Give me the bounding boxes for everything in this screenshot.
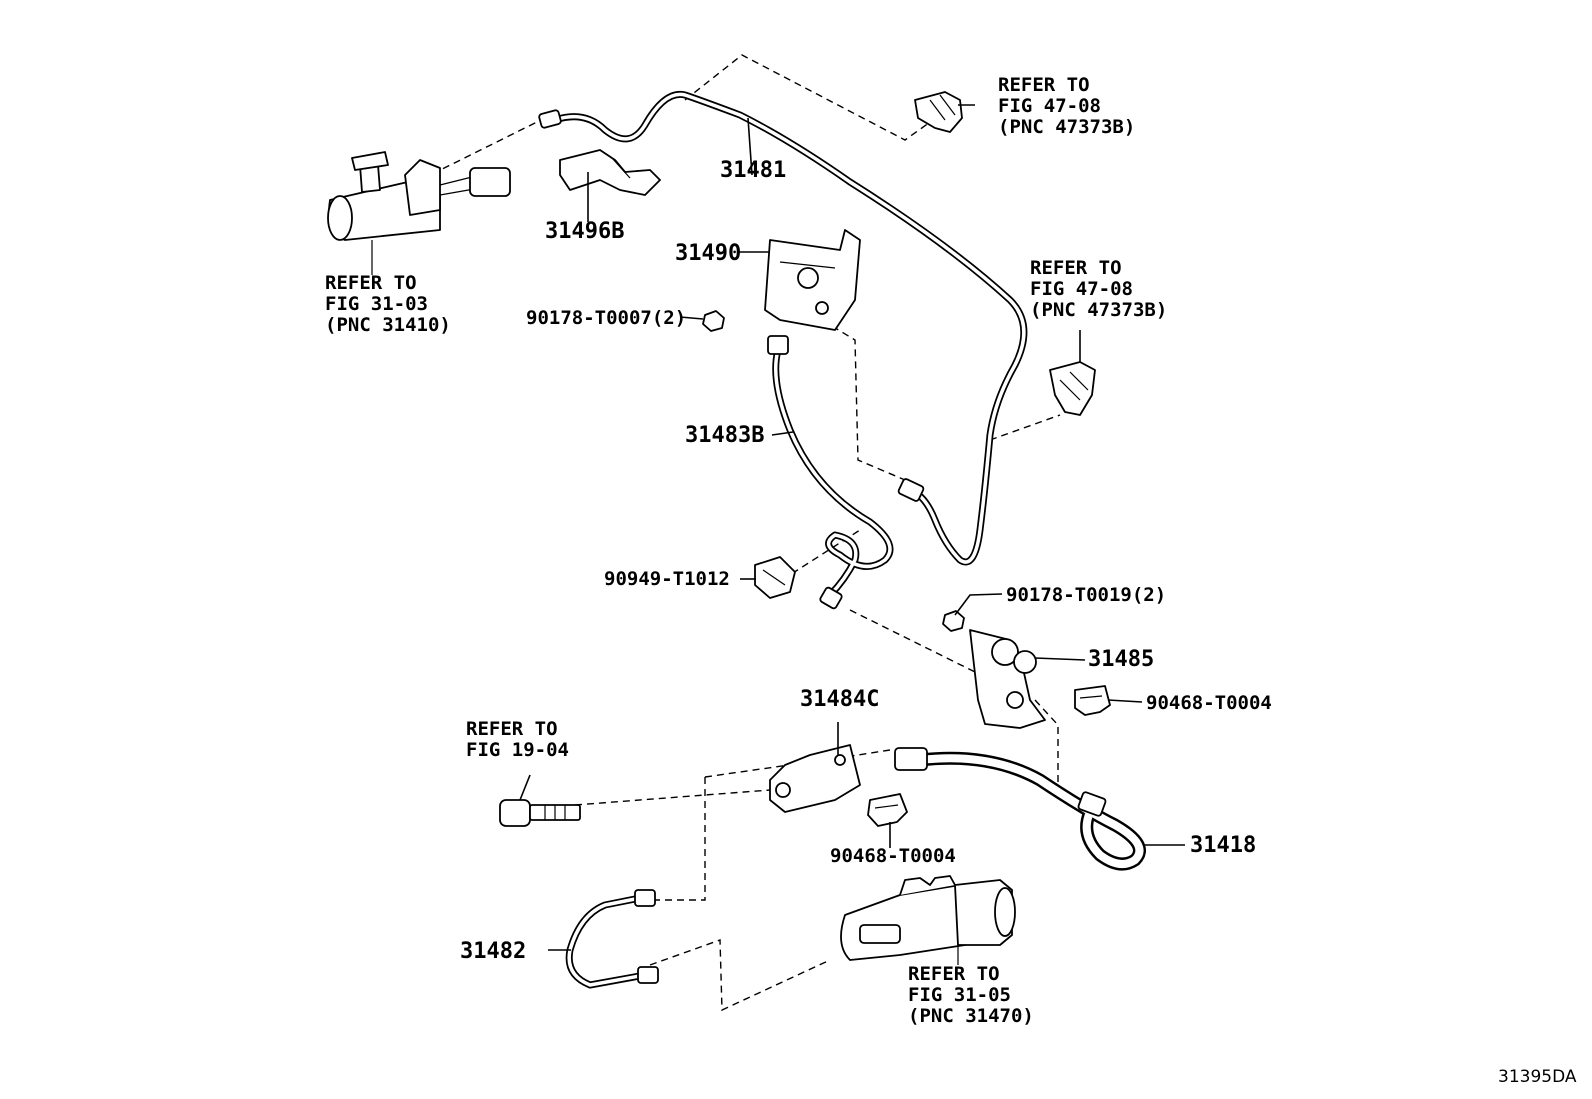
refer-bolt-callout: REFER TO FIG 19-04: [466, 718, 569, 761]
fig-text: FIG 31-03: [325, 293, 428, 315]
clip-90468-T0004-lower-icon: [867, 793, 908, 827]
refer-text: REFER TO: [998, 74, 1090, 96]
refer-text: REFER TO: [325, 272, 417, 294]
fig-text: FIG 47-08: [1030, 278, 1133, 300]
diagram-code: 31395DA: [1498, 1067, 1577, 1087]
hose-31418: [894, 747, 1146, 871]
part-label-31483B: 31483B: [685, 423, 764, 448]
pnc-text: (PNC 31470): [908, 1005, 1034, 1027]
part-label-90178-T0019: 90178-T0019(2): [1006, 584, 1166, 606]
pipe-31483B: [767, 335, 894, 610]
clip-90468-T0004-upper-icon: [1074, 685, 1111, 716]
refer-text: REFER TO: [908, 963, 1000, 985]
fig-text: FIG 47-08: [998, 95, 1101, 117]
refer-clamp-right-callout: REFER TO FIG 47-08 (PNC 47373B): [1030, 257, 1167, 321]
refer-text: REFER TO: [1030, 257, 1122, 279]
pnc-text: (PNC 31410): [325, 314, 451, 336]
part-label-31484C: 31484C: [800, 687, 879, 712]
clamp-top-icon: [914, 91, 963, 133]
pipe-31482: [565, 889, 659, 989]
part-label-90178-T0007: 90178-T0007(2): [526, 307, 686, 329]
leader-lines: [519, 104, 1185, 951]
nut-90178-T0007-icon: [702, 310, 725, 332]
part-label-31485: 31485: [1088, 647, 1154, 672]
bolt-icon: [499, 799, 581, 827]
part-label-31496B: 31496B: [545, 219, 624, 244]
release-cylinder-icon: [840, 875, 1016, 965]
part-label-90468-T0004-upper: 90468-T0004: [1146, 692, 1272, 714]
part-label-31481: 31481: [720, 158, 786, 183]
refer-text: REFER TO: [466, 718, 558, 740]
nut-90178-T0019-icon: [942, 610, 965, 632]
refer-clamp-top-callout: REFER TO FIG 47-08 (PNC 47373B): [998, 74, 1135, 138]
fig-text: FIG 31-05: [908, 984, 1011, 1006]
refer-master-cylinder-callout: REFER TO FIG 31-03 (PNC 31410): [325, 272, 451, 336]
clip-90949-T1012-icon: [754, 556, 796, 599]
clamp-31496B-icon: [559, 149, 661, 196]
bracket-31490-icon: [764, 229, 861, 331]
fig-text: FIG 19-04: [466, 739, 569, 761]
part-label-90468-T0004-lower: 90468-T0004: [830, 845, 956, 867]
clutch-master-cylinder-icon: [327, 151, 511, 275]
part-label-31490: 31490: [675, 241, 741, 266]
pipe-31481: [538, 90, 1028, 566]
bracket-31484C-icon: [769, 744, 861, 813]
bracket-31485-icon: [969, 629, 1046, 729]
pnc-text: (PNC 47373B): [1030, 299, 1167, 321]
pnc-text: (PNC 47373B): [998, 116, 1135, 138]
part-label-31482: 31482: [460, 939, 526, 964]
part-label-31418: 31418: [1190, 833, 1256, 858]
clamp-right-icon: [1049, 361, 1096, 416]
assembly-dashed-lines: [399, 54, 1061, 1012]
refer-release-cylinder-callout: REFER TO FIG 31-05 (PNC 31470): [908, 963, 1034, 1027]
part-label-90949-T1012: 90949-T1012: [604, 568, 730, 590]
